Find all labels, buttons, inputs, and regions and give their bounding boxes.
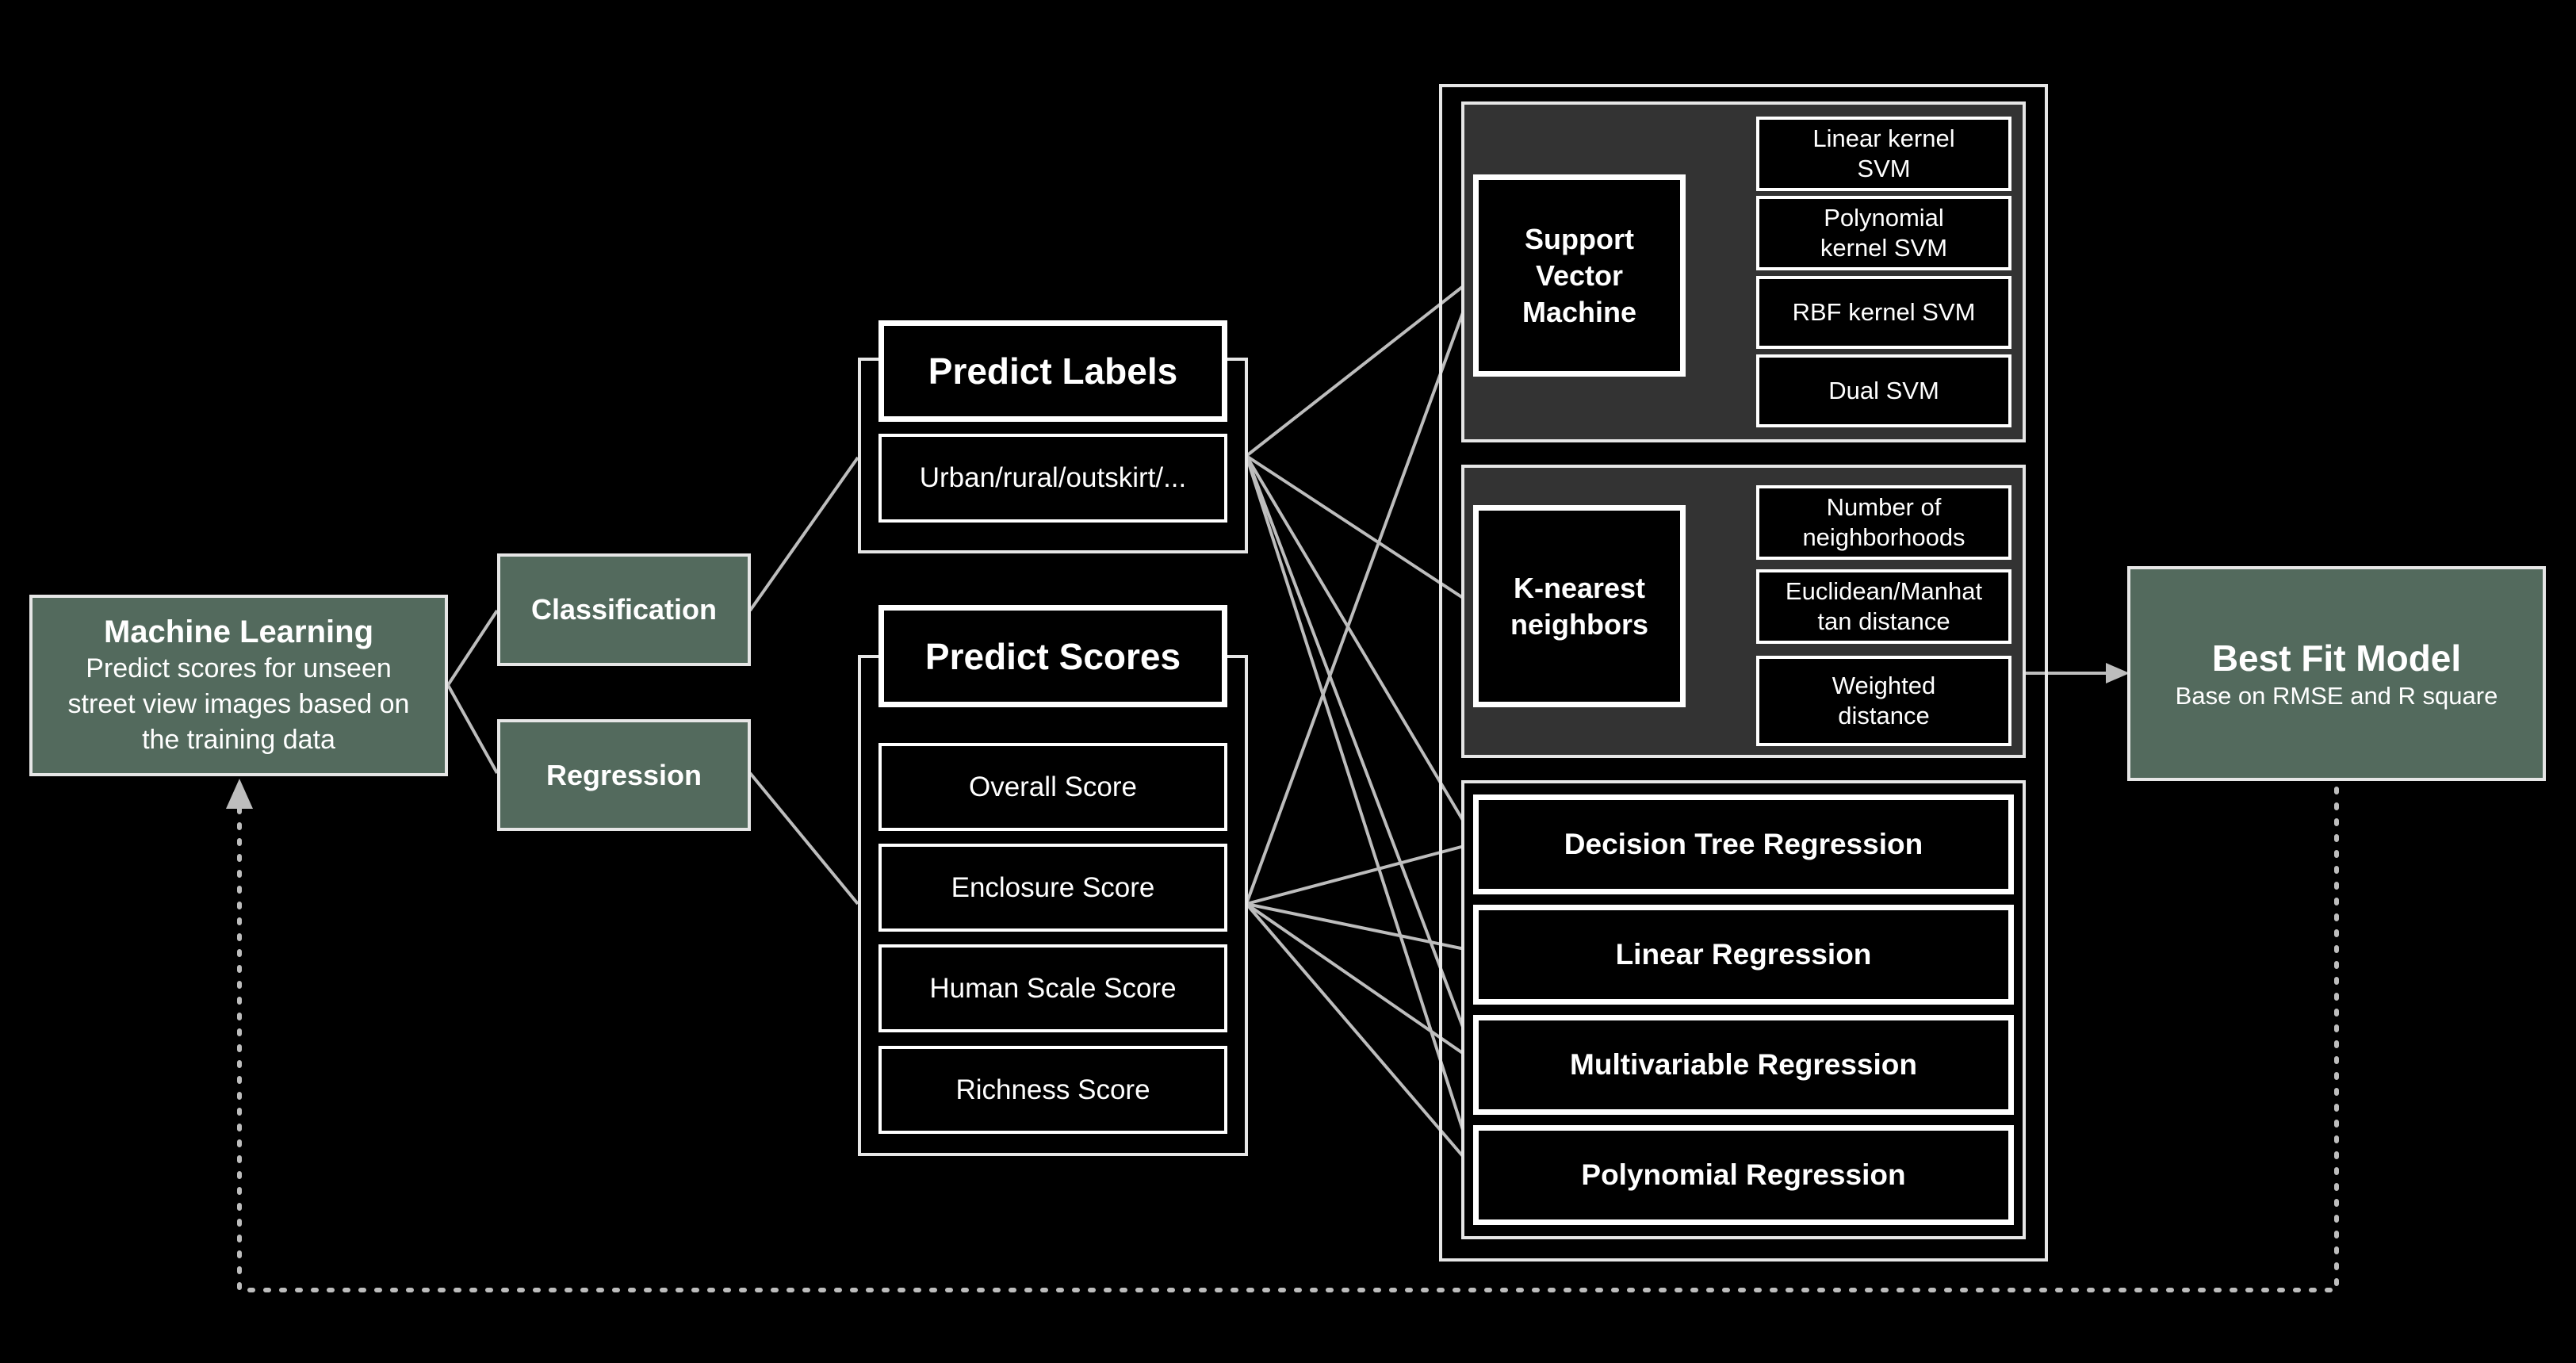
link-scores-dtr [1246, 841, 1477, 905]
knn-option: Weighted distance [1756, 656, 2011, 746]
link-classification-labels [748, 456, 859, 612]
score-item: Enclosure Score [878, 844, 1227, 932]
svm-option: Polynomial kernel SVM [1756, 196, 2011, 270]
svm-option: Linear kernel SVM [1756, 117, 2011, 191]
link-scores-mvr [1245, 902, 1478, 1064]
score-item: Overall Score [878, 743, 1227, 831]
machine-learning-title: Machine Learning [103, 614, 374, 649]
regression-model: Polynomial Regression [1473, 1125, 2014, 1225]
score-item: Human Scale Score [878, 944, 1227, 1032]
knn-option: Euclidean/Manhattan distance [1756, 569, 2011, 644]
best-fit-title: Best Fit Model [2211, 637, 2462, 679]
models-container [1439, 84, 2048, 1262]
best-fit-box: Best Fit Model Base on RMSE and R square [2127, 566, 2546, 781]
svm-title: Support Vector Machine [1521, 222, 1637, 328]
knn-option: Number of neighborhoods [1756, 485, 2011, 560]
regression-box: Regression [497, 719, 751, 831]
link-scores-poly [1245, 902, 1478, 1173]
knn-box: K-nearest neighbors [1473, 505, 1686, 707]
svm-option: RBF kernel SVM [1756, 276, 2011, 349]
link-labels-knn [1245, 454, 1478, 608]
machine-learning-description: Predict scores for unseen street view im… [67, 653, 410, 755]
link-labels-poly [1245, 455, 1478, 1173]
link-labels-dtr [1245, 454, 1478, 844]
predict-labels-title: Predict Labels [878, 320, 1227, 422]
knn-title: K-nearest neighbors [1510, 571, 1648, 641]
link-regression-scores [748, 771, 859, 905]
link-scores-svm [1245, 275, 1478, 905]
link-ml-classification [446, 609, 499, 687]
regression-model: Multivariable Regression [1473, 1015, 2014, 1115]
link-labels-svm [1245, 274, 1478, 458]
regression-model: Linear Regression [1473, 905, 2014, 1005]
machine-learning-box: Machine Learning Predict scores for unse… [29, 595, 448, 776]
link-scores-lr [1246, 902, 1477, 953]
score-item: Richness Score [878, 1046, 1227, 1134]
predict-labels-item: Urban/rural/outskirt/... [878, 434, 1227, 523]
regression-model: Decision Tree Regression [1473, 794, 2014, 894]
svm-box: Support Vector Machine [1473, 174, 1686, 377]
classification-box: Classification [497, 553, 751, 666]
link-ml-regression [446, 684, 499, 774]
predict-scores-title: Predict Scores [878, 605, 1227, 707]
svm-option: Dual SVM [1756, 354, 2011, 427]
best-fit-subtitle: Base on RMSE and R square [2175, 681, 2498, 710]
link-labels-mvr [1245, 455, 1478, 1063]
feedback-loop [237, 787, 2339, 1292]
